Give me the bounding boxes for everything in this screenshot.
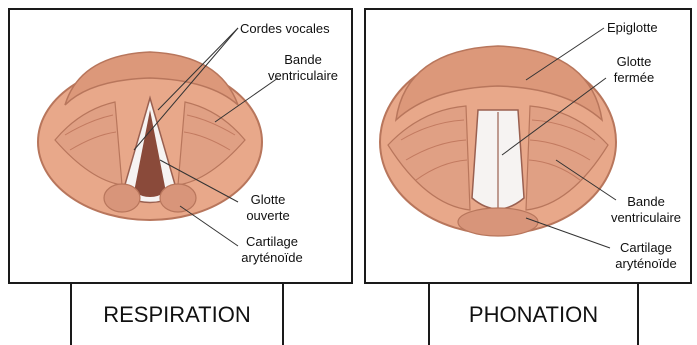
label-epiglottis: Epiglotte — [607, 20, 658, 35]
respiration-larynx-illustration: Cordes vocales Bande ventriculaire Glott… — [10, 10, 351, 282]
caption-respiration: RESPIRATION — [70, 284, 284, 345]
label-ventricular-band-line1: Bande — [627, 194, 665, 209]
caption-phonation: PHONATION — [428, 284, 639, 345]
label-glottis-line2: fermée — [614, 70, 654, 85]
respiration-panel: Cordes vocales Bande ventriculaire Glott… — [8, 8, 353, 284]
label-glottis-line1: Glotte — [617, 54, 652, 69]
label-cartilage-line2: aryténoïde — [615, 256, 676, 271]
label-vocal-cords: Cordes vocales — [240, 21, 330, 36]
phonation-larynx-illustration: Epiglotte Glotte fermée Bande ventricula… — [366, 10, 690, 282]
label-cartilage-line1: Cartilage — [620, 240, 672, 255]
phonation-panel: Epiglotte Glotte fermée Bande ventricula… — [364, 8, 692, 284]
label-ventricular-band-line2: ventriculaire — [611, 210, 681, 225]
arytenoid-cartilage-shape — [104, 184, 140, 212]
label-cartilage-line1: Cartilage — [246, 234, 298, 249]
label-glottis-line2: ouverte — [246, 208, 289, 223]
label-ventricular-band-line1: Bande — [284, 52, 322, 67]
label-glottis-line1: Glotte — [251, 192, 286, 207]
label-cartilage-line2: aryténoïde — [241, 250, 302, 265]
label-ventricular-band-line2: ventriculaire — [268, 68, 338, 83]
